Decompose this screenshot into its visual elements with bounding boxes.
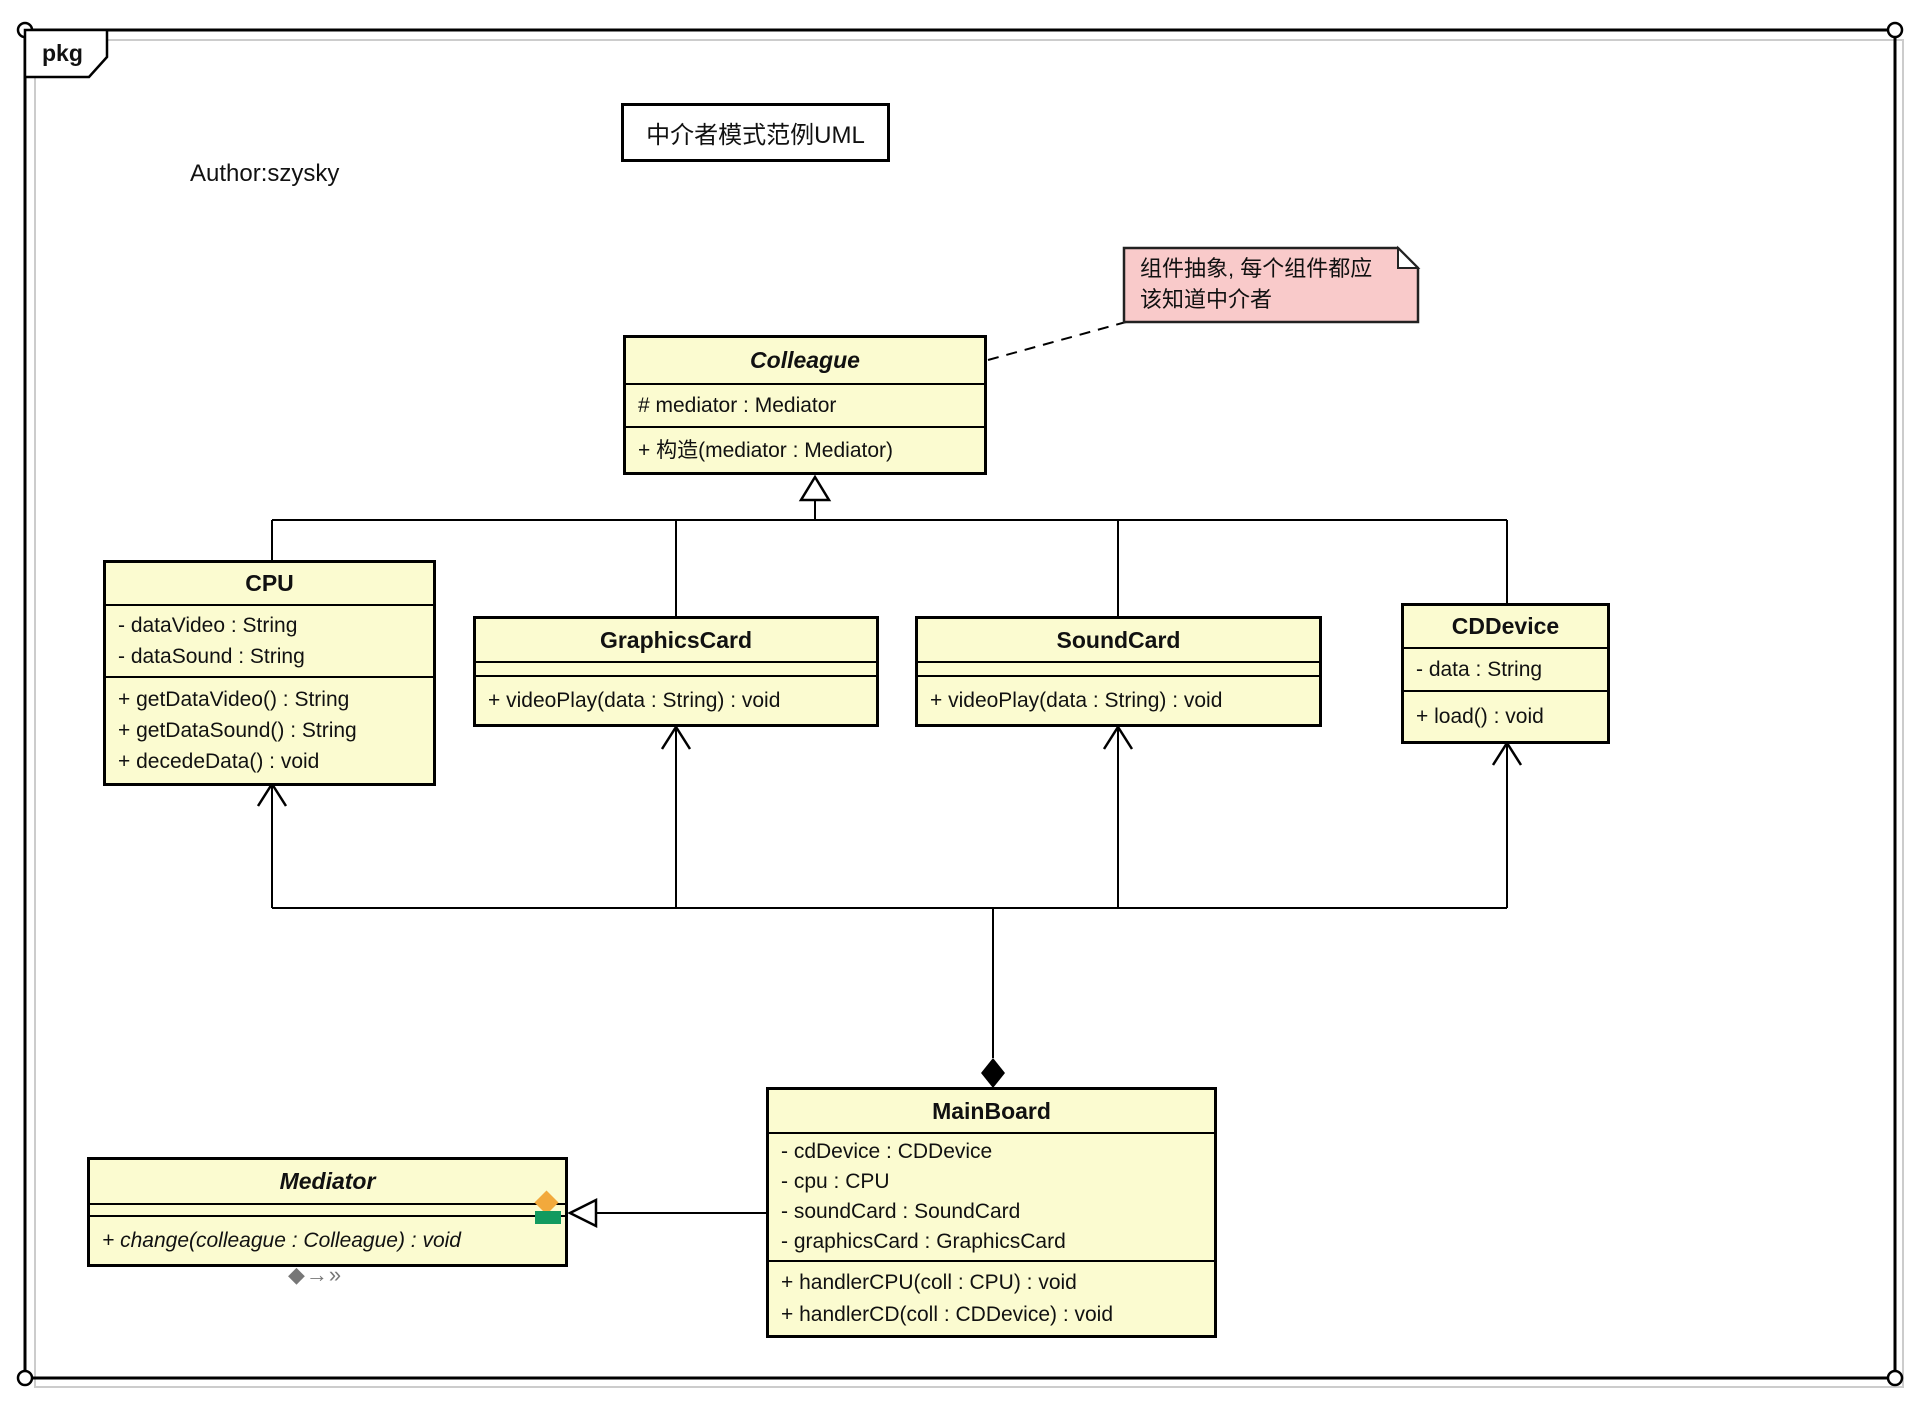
class-graphicscard[interactable]: GraphicsCard + videoPlay(data : String) … xyxy=(473,616,879,727)
class-soundcard-name: SoundCard xyxy=(1056,626,1181,653)
method-row: + handlerCD(coll : CDDevice) : void xyxy=(781,1302,1114,1326)
class-mainboard-methods: + handlerCPU(coll : CPU) : void + handle… xyxy=(769,1260,1214,1335)
green-rect-handle[interactable] xyxy=(535,1211,561,1224)
class-cddevice-name: CDDevice xyxy=(1451,613,1560,639)
class-cpu-methods: + getDataVideo() : String + getDataSound… xyxy=(106,676,433,783)
class-colleague-methods: + 构造(mediator : Mediator) xyxy=(626,426,984,472)
frame-handle-top-right[interactable] xyxy=(1886,21,1904,39)
class-mediator-name: Mediator xyxy=(279,1168,376,1194)
composition-diamond-mainboard[interactable] xyxy=(981,1058,1005,1088)
pkg-tab-label: pkg xyxy=(42,40,83,66)
method-row: + getDataSound() : String xyxy=(118,719,357,742)
attribute-row: - soundCard : SoundCard xyxy=(781,1200,1021,1223)
class-cddevice[interactable]: CDDevice - data : String + load() : void xyxy=(1401,603,1610,744)
open-arrowhead-soundcard xyxy=(1102,724,1134,750)
package-frame[interactable] xyxy=(23,28,1897,1380)
class-cpu-attributes: - dataVideo : String - dataSound : Strin… xyxy=(106,604,433,676)
connector-tool-glyph[interactable]: ◆→» xyxy=(288,1262,343,1287)
generalization-triangle-mediator[interactable] xyxy=(567,1197,598,1229)
method-row: + getDataVideo() : String xyxy=(118,688,350,711)
pkg-tab xyxy=(23,28,109,79)
frame-handle-bottom-right[interactable] xyxy=(1886,1369,1904,1387)
class-mainboard-attributes: - cdDevice : CDDevice - cpu : CPU - soun… xyxy=(769,1132,1214,1260)
class-colleague[interactable]: Colleague # mediator : Mediator + 构造(med… xyxy=(623,335,987,475)
frame-handle-bottom-left[interactable] xyxy=(16,1369,34,1387)
attribute-row: - data : String xyxy=(1416,658,1543,681)
class-cddevice-attributes: - data : String xyxy=(1404,647,1607,690)
class-mainboard-name: MainBoard xyxy=(932,1097,1051,1124)
class-graphicscard-name: GraphicsCard xyxy=(599,626,753,653)
attribute-row: - graphicsCard : GraphicsCard xyxy=(781,1230,1066,1253)
note-fold-corner xyxy=(1397,245,1421,269)
class-mainboard[interactable]: MainBoard - cdDevice : CDDevice - cpu : … xyxy=(766,1087,1217,1338)
note-text[interactable]: 组件抽象, 每个组件都应 该知道中介者 xyxy=(1140,256,1373,312)
class-cpu[interactable]: CPU - dataVideo : String - dataSound : S… xyxy=(103,560,436,786)
attribute-row: - cpu : CPU xyxy=(781,1170,890,1193)
attribute-row: - dataSound : String xyxy=(118,645,305,668)
method-row: + 构造(mediator : Mediator) xyxy=(638,438,893,462)
diagram-title: 中介者模式范例UML xyxy=(646,122,865,149)
attribute-row: - dataVideo : String xyxy=(118,614,298,637)
method-row: + load() : void xyxy=(1416,705,1544,728)
diagram-title-box[interactable]: 中介者模式范例UML xyxy=(621,103,890,162)
class-colleague-attributes: # mediator : Mediator xyxy=(626,383,984,426)
class-cpu-name: CPU xyxy=(245,570,294,596)
attribute-row: # mediator : Mediator xyxy=(638,394,837,417)
class-colleague-name: Colleague xyxy=(750,347,860,373)
method-row: + videoPlay(data : String) : void xyxy=(930,689,1223,712)
note-shape[interactable] xyxy=(1122,246,1420,324)
class-mediator[interactable]: Mediator + change(colleague : Colleague)… xyxy=(87,1157,568,1267)
frame-selection-outline xyxy=(34,39,1904,1388)
class-soundcard-methods: + videoPlay(data : String) : void xyxy=(918,675,1319,724)
method-row: + change(colleague : Colleague) : void xyxy=(102,1229,461,1252)
class-mediator-methods: + change(colleague : Colleague) : void xyxy=(90,1215,565,1264)
class-mediator-attributes xyxy=(90,1203,565,1215)
class-graphicscard-methods: + videoPlay(data : String) : void xyxy=(476,675,876,724)
author-label: Author:szysky xyxy=(190,160,340,187)
generalization-triangle-colleague[interactable] xyxy=(798,474,832,502)
method-row: + handlerCPU(coll : CPU) : void xyxy=(781,1270,1077,1294)
class-soundcard-attributes xyxy=(918,661,1319,675)
open-arrowhead-graphicscard xyxy=(660,724,692,750)
class-soundcard[interactable]: SoundCard + videoPlay(data : String) : v… xyxy=(915,616,1322,727)
class-cddevice-methods: + load() : void xyxy=(1404,690,1607,741)
attribute-row: - cdDevice : CDDevice xyxy=(781,1140,993,1163)
method-row: + videoPlay(data : String) : void xyxy=(488,689,781,712)
method-row: + decedeData() : void xyxy=(118,750,320,773)
class-graphicscard-attributes xyxy=(476,661,876,675)
note-anchor-dashed-line[interactable] xyxy=(987,321,1127,361)
